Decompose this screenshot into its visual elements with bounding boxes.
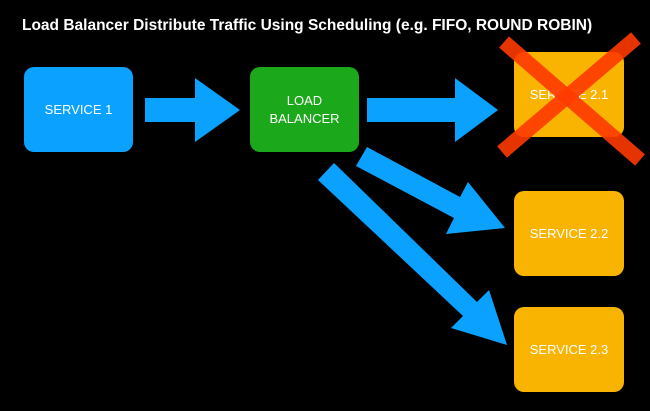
service-1-node: SERVICE 1	[24, 67, 133, 152]
service-2-3-label: SERVICE 2.3	[529, 341, 609, 357]
load-balancer-label-line2: BALANCER	[269, 110, 340, 126]
diagram-title: Load Balancer Distribute Traffic Using S…	[22, 17, 593, 34]
service-2-1-node: SERVICE 2.1	[514, 52, 624, 137]
service-2-2-node: SERVICE 2.2	[514, 191, 624, 276]
service-1-label: SERVICE 1	[44, 101, 113, 117]
service-2-1-label: SERVICE 2.1	[529, 86, 609, 102]
arrow-service1-to-balancer	[145, 78, 240, 142]
arrow-balancer-to-service-2-2	[356, 147, 505, 234]
service-2-2-label: SERVICE 2.2	[529, 225, 609, 241]
load-balancer-node: LOAD BALANCER	[250, 67, 359, 152]
service-2-3-node: SERVICE 2.3	[514, 307, 624, 392]
arrow-balancer-to-service-2-3	[318, 163, 507, 345]
arrow-balancer-to-service-2-1	[367, 78, 498, 142]
load-balancer-label-line1: LOAD	[286, 92, 323, 108]
